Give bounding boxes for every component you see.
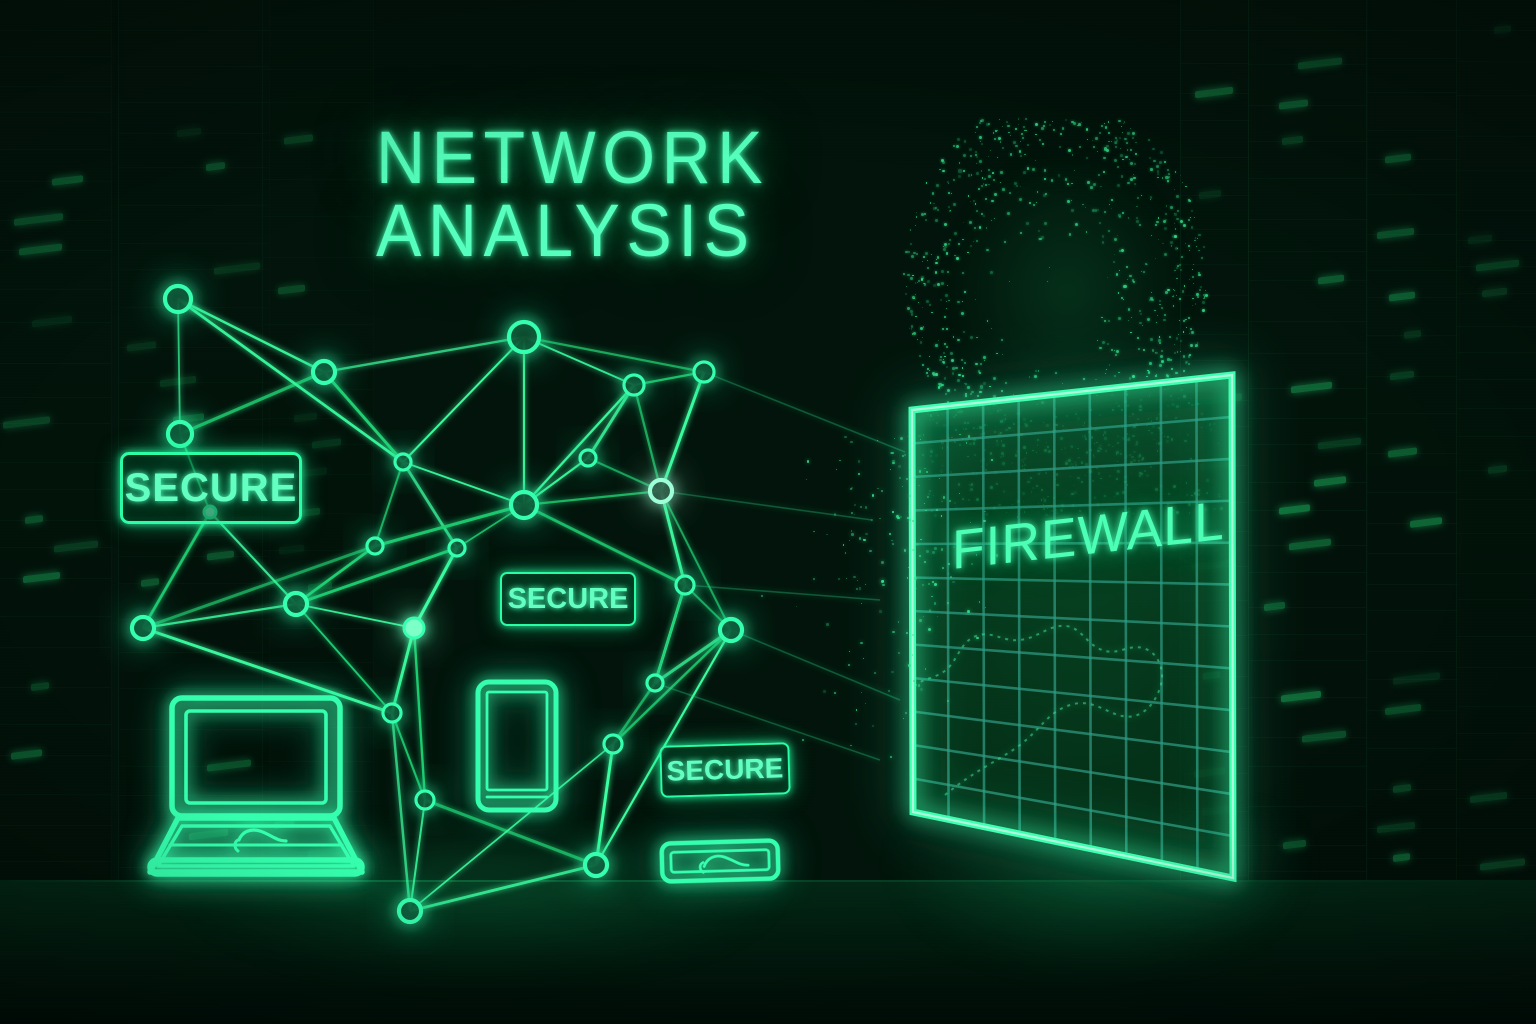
title-line-1: NETWORK <box>376 116 770 199</box>
secure-badge-2[interactable]: SECURE <box>500 572 636 626</box>
secure-badge-2-label: SECURE <box>507 582 629 615</box>
secure-badge-3-label: SECURE <box>666 752 784 787</box>
secure-badge-1[interactable]: SECURE <box>120 452 302 524</box>
title-line-2: ANALYSIS <box>376 188 756 272</box>
secure-badge-3[interactable]: SECURE <box>659 742 791 798</box>
page-title: NETWORK ANALYSIS <box>360 116 770 272</box>
laptop-icon <box>147 695 365 877</box>
smartphone-icon <box>475 679 559 813</box>
secure-badge-1-label: SECURE <box>124 465 298 510</box>
server-bar-icon <box>659 838 781 884</box>
